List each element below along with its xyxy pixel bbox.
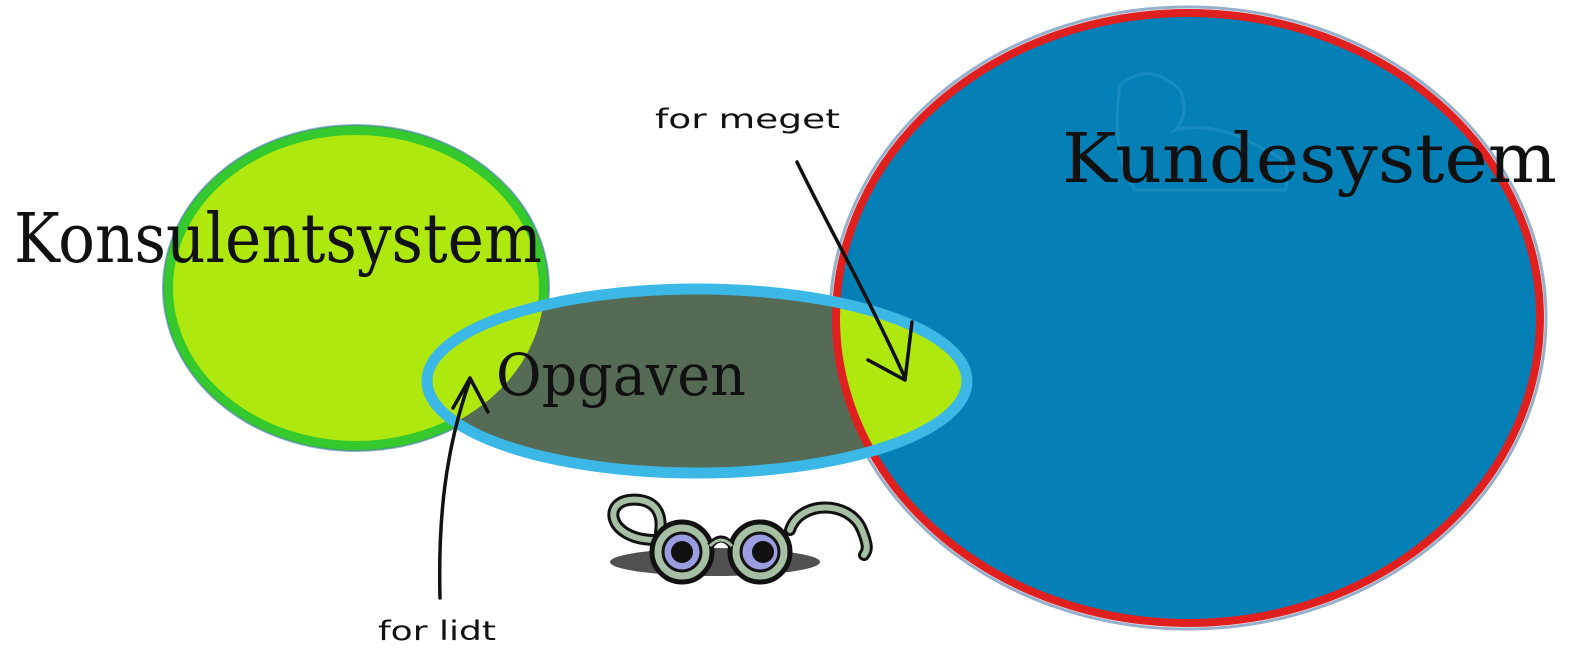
task-set: [421, 283, 973, 479]
too-little-arrowhead: [451, 376, 490, 414]
too-much-arrowhead: [866, 320, 914, 382]
faint-figure-icon: [1115, 72, 1289, 192]
too-much-arrow: [795, 160, 907, 380]
too-little-arrow: [437, 378, 472, 600]
task-label: Opgaven: [496, 341, 746, 409]
customer-system-set: [828, 5, 1548, 631]
too-much-annotation: for meget: [655, 104, 840, 135]
too-little-annotation: for lidt: [378, 616, 496, 647]
glasses-icon: [607, 493, 873, 585]
customer-system-label: Kundesystem: [1062, 120, 1557, 199]
consultant-system-label: Konsulentsystem: [14, 200, 542, 279]
